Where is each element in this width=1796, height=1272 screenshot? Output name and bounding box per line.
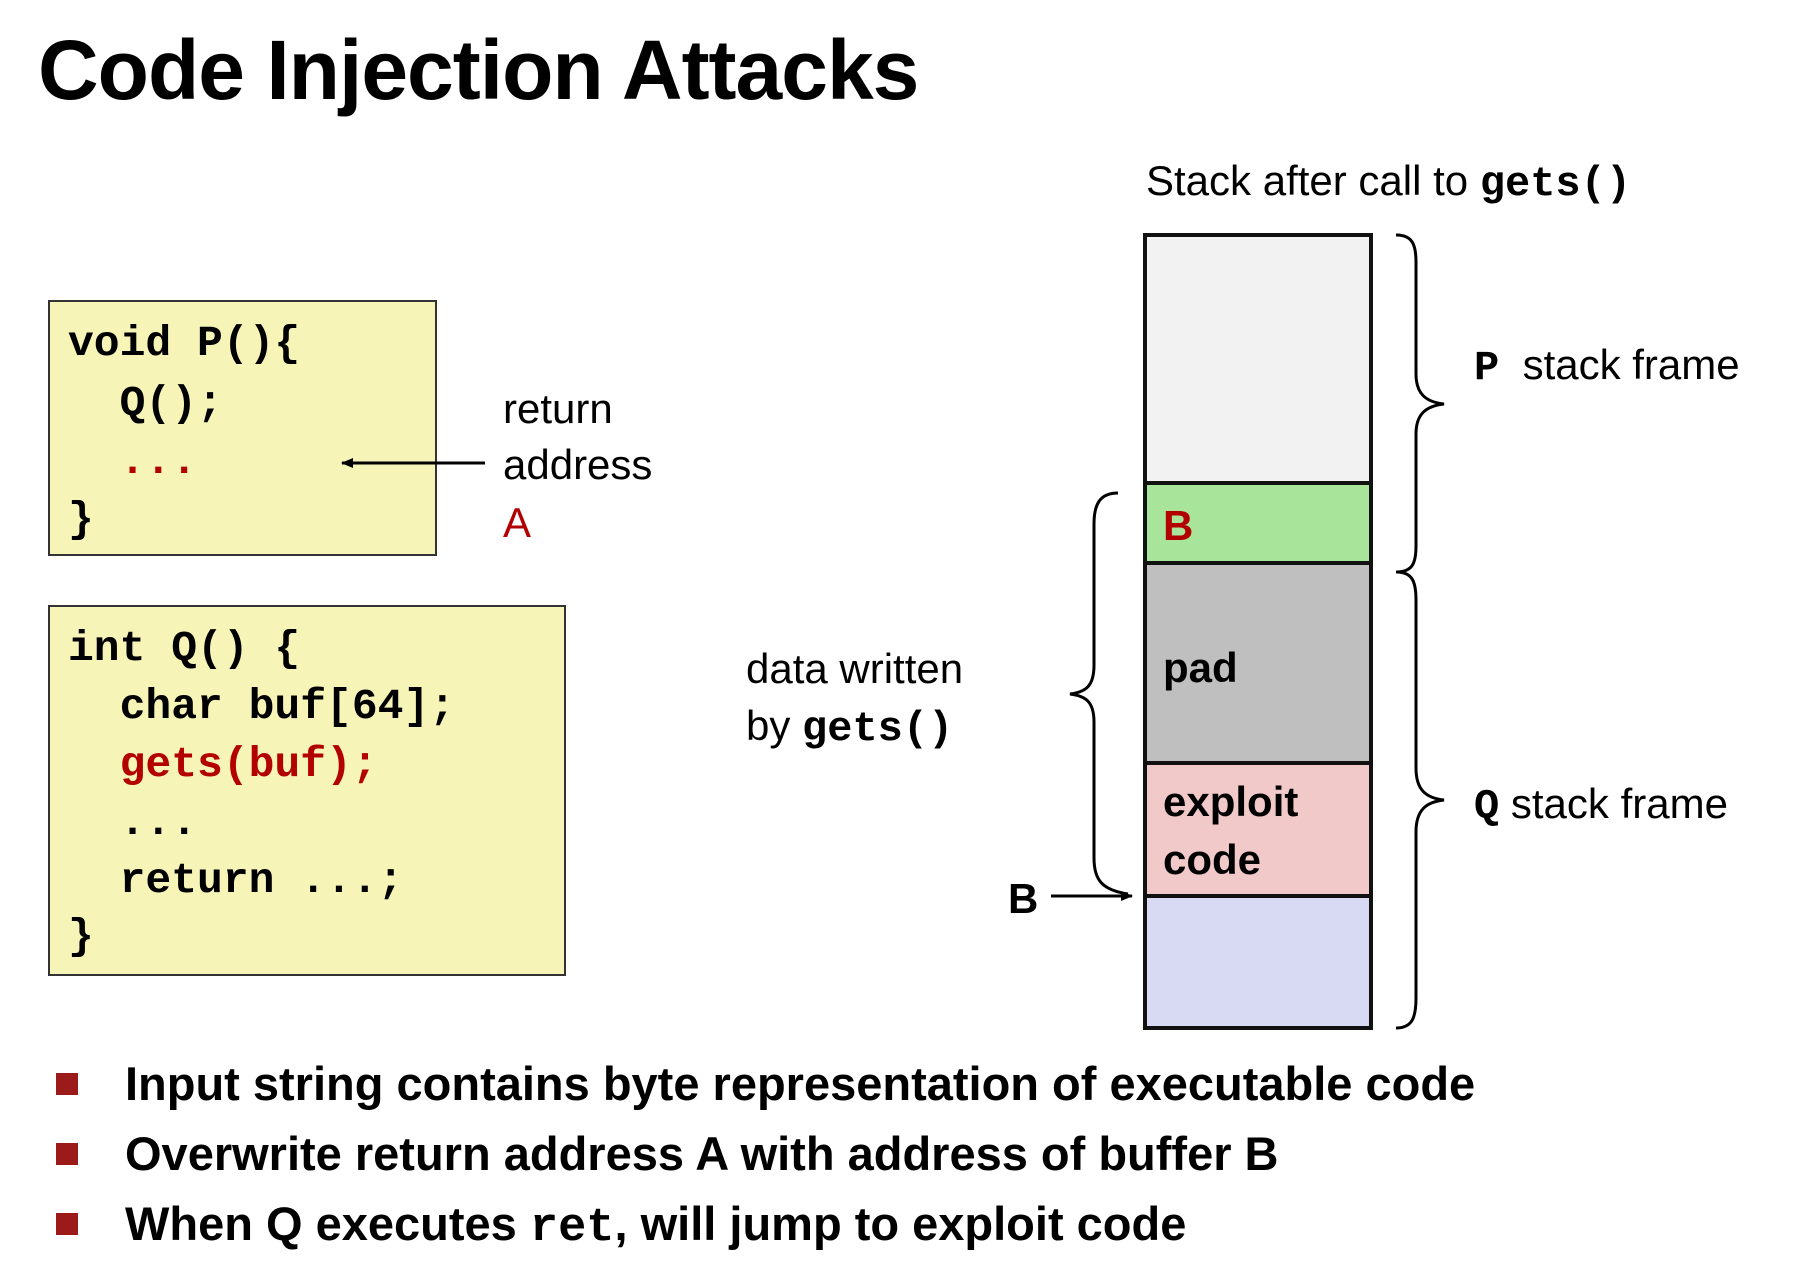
stack-cell-pad: pad bbox=[1143, 561, 1373, 765]
stack-cell-p-frame bbox=[1143, 233, 1373, 485]
bullet-3-ret: ret bbox=[529, 1202, 615, 1255]
q-frame-text: stack frame bbox=[1510, 780, 1728, 827]
code-p-line-3: ... bbox=[68, 437, 198, 486]
data-written-prefix: by bbox=[746, 702, 803, 749]
bullet-marker-1 bbox=[56, 1073, 78, 1095]
p-frame-name: P bbox=[1474, 344, 1500, 392]
stack-cell-pad-label: pad bbox=[1163, 644, 1238, 691]
return-label-line-2: address bbox=[503, 441, 653, 488]
bullet-marker-3 bbox=[56, 1213, 78, 1235]
stack-cell-exploit-line-2: code bbox=[1163, 836, 1262, 883]
p-frame-brace bbox=[1395, 233, 1445, 574]
bullet-text-2: Overwrite return address A with address … bbox=[125, 1127, 1279, 1180]
code-q-line-6: } bbox=[68, 912, 94, 961]
b-pointer-label: B bbox=[1008, 875, 1039, 922]
stack-cell-b: B bbox=[1143, 481, 1373, 565]
q-frame-label: Q stack frame bbox=[1474, 780, 1728, 831]
code-q-line-5: return ...; bbox=[68, 856, 404, 905]
code-p-line-4: } bbox=[68, 495, 94, 544]
data-written-func: gets() bbox=[802, 705, 954, 753]
stack-cell-bottom bbox=[1143, 894, 1373, 1030]
code-box-q: int Q() { char buf[64]; gets(buf); ... r… bbox=[48, 605, 566, 976]
code-q-line-2: char buf[64]; bbox=[68, 682, 456, 731]
code-q-line-4: ... bbox=[68, 798, 198, 847]
bullet-marker-2 bbox=[56, 1143, 78, 1165]
data-written-line-2: by gets() bbox=[746, 702, 954, 753]
bullet-3-part-3: , will jump to exploit code bbox=[614, 1197, 1187, 1250]
stack-caption: Stack after call to gets() bbox=[1146, 157, 1632, 208]
page-title: Code Injection Attacks bbox=[38, 23, 919, 117]
p-frame-label: P stack frame bbox=[1474, 341, 1740, 392]
q-frame-brace bbox=[1395, 570, 1445, 1030]
bullet-3-part-2: executes bbox=[302, 1197, 530, 1250]
stack-cell-exploit: exploit code bbox=[1143, 761, 1373, 898]
data-written-brace bbox=[1069, 491, 1129, 896]
code-q-line-3: gets(buf); bbox=[68, 740, 378, 789]
stack-cell-b-label: B bbox=[1163, 502, 1194, 549]
return-label-line-1: return bbox=[503, 385, 613, 432]
stack-caption-prefix: Stack after call to bbox=[1146, 157, 1480, 204]
data-written-line-1: data written bbox=[746, 645, 964, 692]
code-q-line-1: int Q() { bbox=[68, 624, 301, 673]
bullet-text-1: Input string contains byte representatio… bbox=[125, 1057, 1476, 1110]
bullet-text-3: When Q executes ret, will jump to exploi… bbox=[125, 1200, 1186, 1252]
q-frame-name: Q bbox=[1474, 783, 1500, 831]
stack-cell-exploit-line-1: exploit bbox=[1163, 778, 1299, 825]
code-p-line-1: void P(){ bbox=[68, 319, 301, 368]
p-frame-text: stack frame bbox=[1522, 341, 1740, 388]
bullet-3-q: Q bbox=[265, 1197, 303, 1250]
code-p-line-2: Q(); bbox=[68, 379, 223, 428]
stack-caption-func: gets() bbox=[1479, 160, 1632, 208]
return-label-a: A bbox=[503, 499, 532, 546]
code-box-p: void P(){ Q(); ... } bbox=[48, 300, 437, 556]
bullet-3-part-1: When bbox=[125, 1197, 266, 1250]
